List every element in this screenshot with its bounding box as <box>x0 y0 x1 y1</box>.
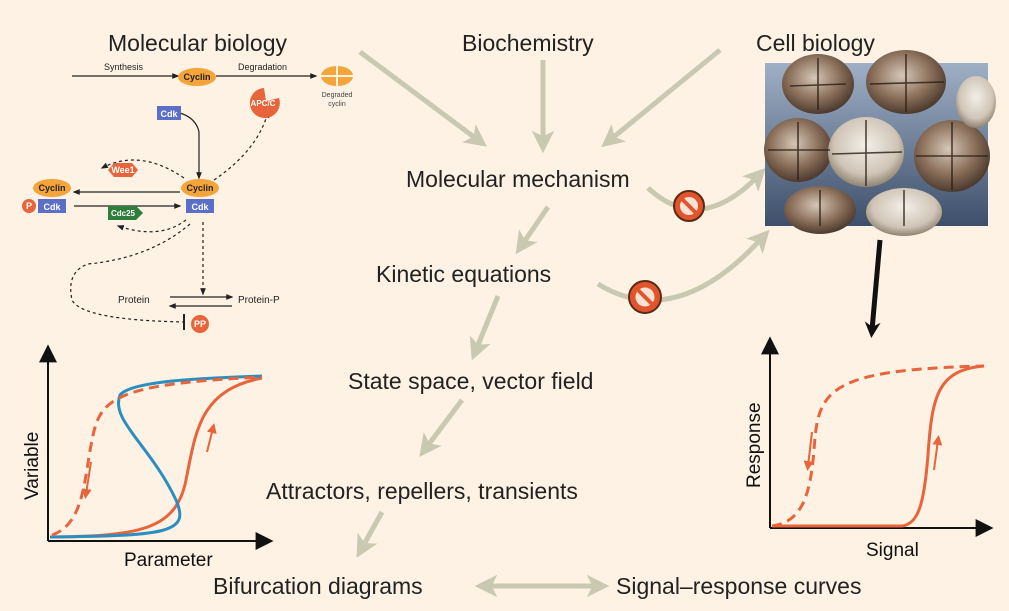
heading-biochemistry: Biochemistry <box>462 30 594 56</box>
frog-embryo-photo <box>764 50 996 236</box>
arrow-molbio-to-mechanism <box>358 49 488 147</box>
node-pp <box>191 315 209 333</box>
arrow-statespace-to-attractors <box>419 398 464 457</box>
cell-cycle-network <box>70 73 318 330</box>
label-protein: Protein <box>118 295 150 306</box>
flow-signal-response-curves: Signal–response curves <box>616 573 861 599</box>
bifurcation-ylabel: Variable <box>22 432 43 500</box>
dashed-to-cdc25 <box>116 219 187 233</box>
label-degraded: Degraded <box>322 92 353 99</box>
dashed-feedback-loop <box>70 223 191 323</box>
label-cyclin-active: Cyclin <box>186 183 213 193</box>
node-apc <box>249 88 280 118</box>
arrow-down-indicator <box>81 461 92 499</box>
bifurcation-curve-up <box>49 376 263 539</box>
label-phosphate: P <box>26 201 32 211</box>
label-cdk-active: Cdk <box>191 202 209 212</box>
label-cdc25: Cdc25 <box>111 209 136 218</box>
bifurcation-curve-down <box>51 375 263 537</box>
arrow-cdk-join <box>179 112 202 180</box>
bifurcation-xlabel: Parameter <box>124 550 213 571</box>
label-degradation: Degradation <box>238 62 287 72</box>
node-cyclin-top <box>178 68 216 86</box>
node-cyclin-inactive <box>33 179 71 197</box>
label-apc: APC/C <box>251 99 276 108</box>
arrow-photo-to-response <box>864 239 883 338</box>
label-synthesis: Synthesis <box>104 62 144 72</box>
response-arrow-down <box>803 431 814 471</box>
label-degraded-cyclin: cyclin <box>328 101 346 108</box>
response-curve-up <box>772 364 985 528</box>
signal-response-plot: Response Signal <box>744 336 994 561</box>
flow-arrows <box>356 48 770 598</box>
flow-state-space: State space, vector field <box>348 368 593 394</box>
node-cyclin-active <box>181 179 219 197</box>
prohibition-icon <box>628 280 662 314</box>
response-curve-down <box>771 364 985 528</box>
bifurcation-plot: Variable Parameter <box>22 344 274 571</box>
arrow-attractors-to-bifurcation <box>356 510 385 558</box>
label-pp: PP <box>194 319 206 329</box>
node-wee1 <box>108 163 138 177</box>
label-cdk: Cdk <box>160 109 178 119</box>
node-cdc25 <box>108 206 143 220</box>
bifurcation-curve-s <box>49 374 263 539</box>
label-wee1: Wee1 <box>111 165 134 175</box>
dashed-to-apc <box>213 110 270 181</box>
label-cdk-inactive: Cdk <box>43 202 61 212</box>
label-cyclin-top: Cyclin <box>183 72 210 82</box>
arrow-kinetic-to-statespace <box>469 295 501 361</box>
arrow-cellbio-to-mechanism <box>601 48 722 148</box>
arrow-mechanism-to-kinetic <box>515 205 551 255</box>
flow-kinetic-equations: Kinetic equations <box>376 261 551 287</box>
response-xlabel: Signal <box>866 540 919 561</box>
node-cdk-active <box>186 199 214 213</box>
node-phosphate <box>22 199 36 213</box>
arrow-kinetic-to-cellbio-blocked <box>596 229 770 303</box>
flow-attractors: Attractors, repellers, transients <box>266 478 578 504</box>
label-protein-p: Protein-P <box>238 295 280 306</box>
response-ylabel: Response <box>744 402 765 488</box>
node-cdk <box>157 106 181 120</box>
degraded-cyclin-icon <box>321 66 353 86</box>
dashed-to-wee1 <box>100 159 185 179</box>
heading-molecular-biology: Molecular biology <box>108 30 287 56</box>
heading-cell-biology: Cell biology <box>756 30 875 56</box>
node-cdk-inactive <box>38 199 66 213</box>
arrow-up-indicator <box>206 423 217 453</box>
label-cyclin-inactive: Cyclin <box>38 183 65 193</box>
prohibition-icon <box>673 190 705 222</box>
flow-bifurcation-diagrams: Bifurcation diagrams <box>213 573 423 599</box>
response-arrow-up <box>932 435 943 471</box>
flow-molecular-mechanism: Molecular mechanism <box>406 166 630 192</box>
